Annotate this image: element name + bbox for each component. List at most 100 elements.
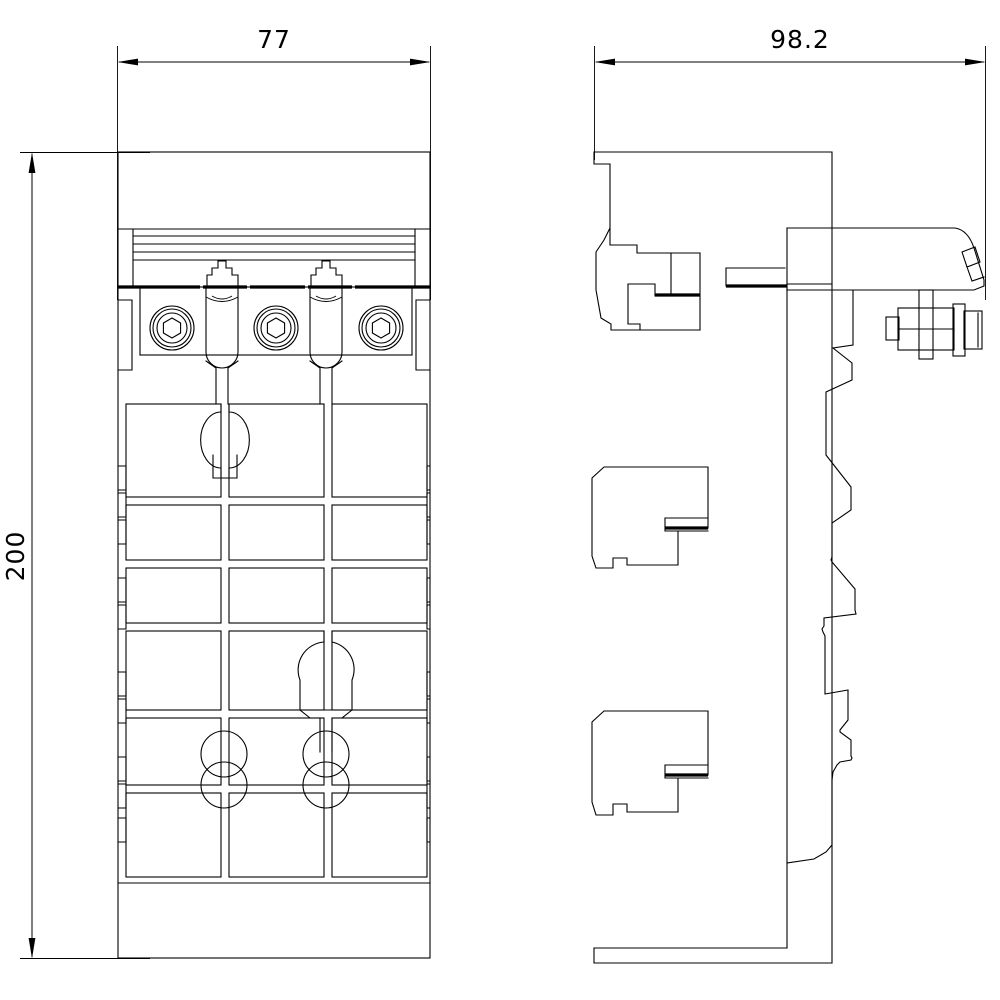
terminal-crown-1 [206,260,239,288]
shield-marker [297,630,355,753]
notch-left-2 [117,492,127,518]
foot-outline [593,947,833,964]
upper-slot-outline [200,403,250,477]
notch-left-4 [117,577,127,603]
screw-outer-circle-2 [253,305,299,351]
rib-profile-path [821,289,857,781]
dimension-200: 200 [1,152,150,959]
upper-arm-nose-detail-2 [966,266,985,282]
upper-arm-outline [786,227,985,291]
vent-grid [125,403,428,878]
notch-left-1 [117,465,127,491]
screw-mid-circle-2 [256,308,296,348]
notch-right-4 [426,577,431,603]
rib-profile-lower [786,779,833,864]
bracket-2-outline [591,466,709,569]
terminal-taper-1 [205,360,239,369]
notch-right-2 [426,492,431,518]
notch-left-6 [117,671,127,697]
notch-right-1 [426,465,431,491]
front-body-outline [117,151,431,959]
screw-hex-3 [371,317,391,339]
arrowhead-right-77 [410,58,431,66]
dimension-98-2: 98.2 [594,25,986,300]
bolt-end-cap [963,310,983,350]
hex-socket-screw-2 [253,305,299,351]
grid-cell-r4c3 [331,630,428,711]
right-tab-top [415,299,431,371]
upper-arm-nose-detail [961,246,981,268]
terminal-crown-2 [310,260,343,288]
dimension-label-98-2: 98.2 [770,25,830,54]
terminal-body-2 [309,286,343,369]
shield-marker-taper [299,709,353,719]
upper-arm [786,227,985,291]
side-upper-shelf [725,267,787,288]
shield-marker-outline [297,630,355,711]
screw-hex-2 [266,317,286,339]
round-contact-2-lower [302,761,350,809]
grid-cell-r5c2 [228,717,325,786]
screw-mid-circle-1 [152,308,192,348]
screw-outer-circle-3 [358,305,404,351]
bracket-1-outline [595,227,672,331]
notch-right-3 [426,519,431,545]
terminal-stem-1 [205,260,239,405]
upper-slot-marker [200,403,250,479]
grid-cell-r1c3 [331,403,428,498]
hex-socket-screw-1 [149,305,195,351]
screw-plate [139,286,413,356]
side-top-plate [593,151,833,285]
terminal-neckline-2 [309,296,343,302]
grid-cell-r6c1 [125,792,222,878]
mounting-bracket-1 [595,227,701,331]
dimension-label-77: 77 [257,25,291,54]
upper-slot-base [212,454,238,479]
screw-mid-circle-3 [361,308,401,348]
arrowhead-bottom-200 [28,938,36,959]
screw-inner-circle-3 [365,312,397,344]
hex-socket-screw-3 [358,305,404,351]
grid-cell-r6c2 [228,792,325,878]
round-contacts [200,730,350,809]
bracket-3-outline [591,710,709,816]
terminal-body-1 [205,286,239,369]
grid-cell-r1c1 [125,403,222,498]
edge-notch-tabs [117,465,431,843]
mounting-bracket-3 [591,710,709,816]
screw-hex-1 [162,317,182,339]
top-rail-band [117,228,431,288]
arrowhead-top-200 [28,152,36,173]
stepped-rib-profile [786,289,857,864]
bolt-head-left [885,316,900,341]
side-view [591,151,985,964]
bolt-washer [952,303,966,357]
screw-inner-circle-2 [260,312,292,344]
terminal-neckline-2b [315,295,337,300]
round-contact-1-lower [200,761,248,809]
grid-cell-r3c1 [125,567,222,624]
bolt-hanger-strap [918,289,934,360]
notch-right-9 [426,783,431,809]
terminal-neckline-1b [211,295,233,300]
grid-cell-r3c3 [331,567,428,624]
grid-cell-r6c3 [331,792,428,878]
notch-left-8 [117,756,127,782]
mounting-bracket-2 [591,466,709,569]
notch-left-7 [117,698,127,724]
arrowhead-right-98-2 [965,58,986,66]
notch-left-5 [117,604,127,630]
terminal-stem-2 [309,260,343,405]
left-tab-top [117,299,133,371]
upper-shelf-outline [725,267,786,287]
notch-right-5 [426,604,431,630]
grid-cell-r5c1 [125,717,222,786]
notch-right-10 [426,817,431,843]
screw-outer-circle-1 [149,305,195,351]
notch-left-9 [117,783,127,809]
dimension-label-200: 200 [1,531,30,582]
screw-inner-circle-1 [156,312,188,344]
terminal-neckline-1 [205,296,239,302]
notch-right-8 [426,756,431,782]
